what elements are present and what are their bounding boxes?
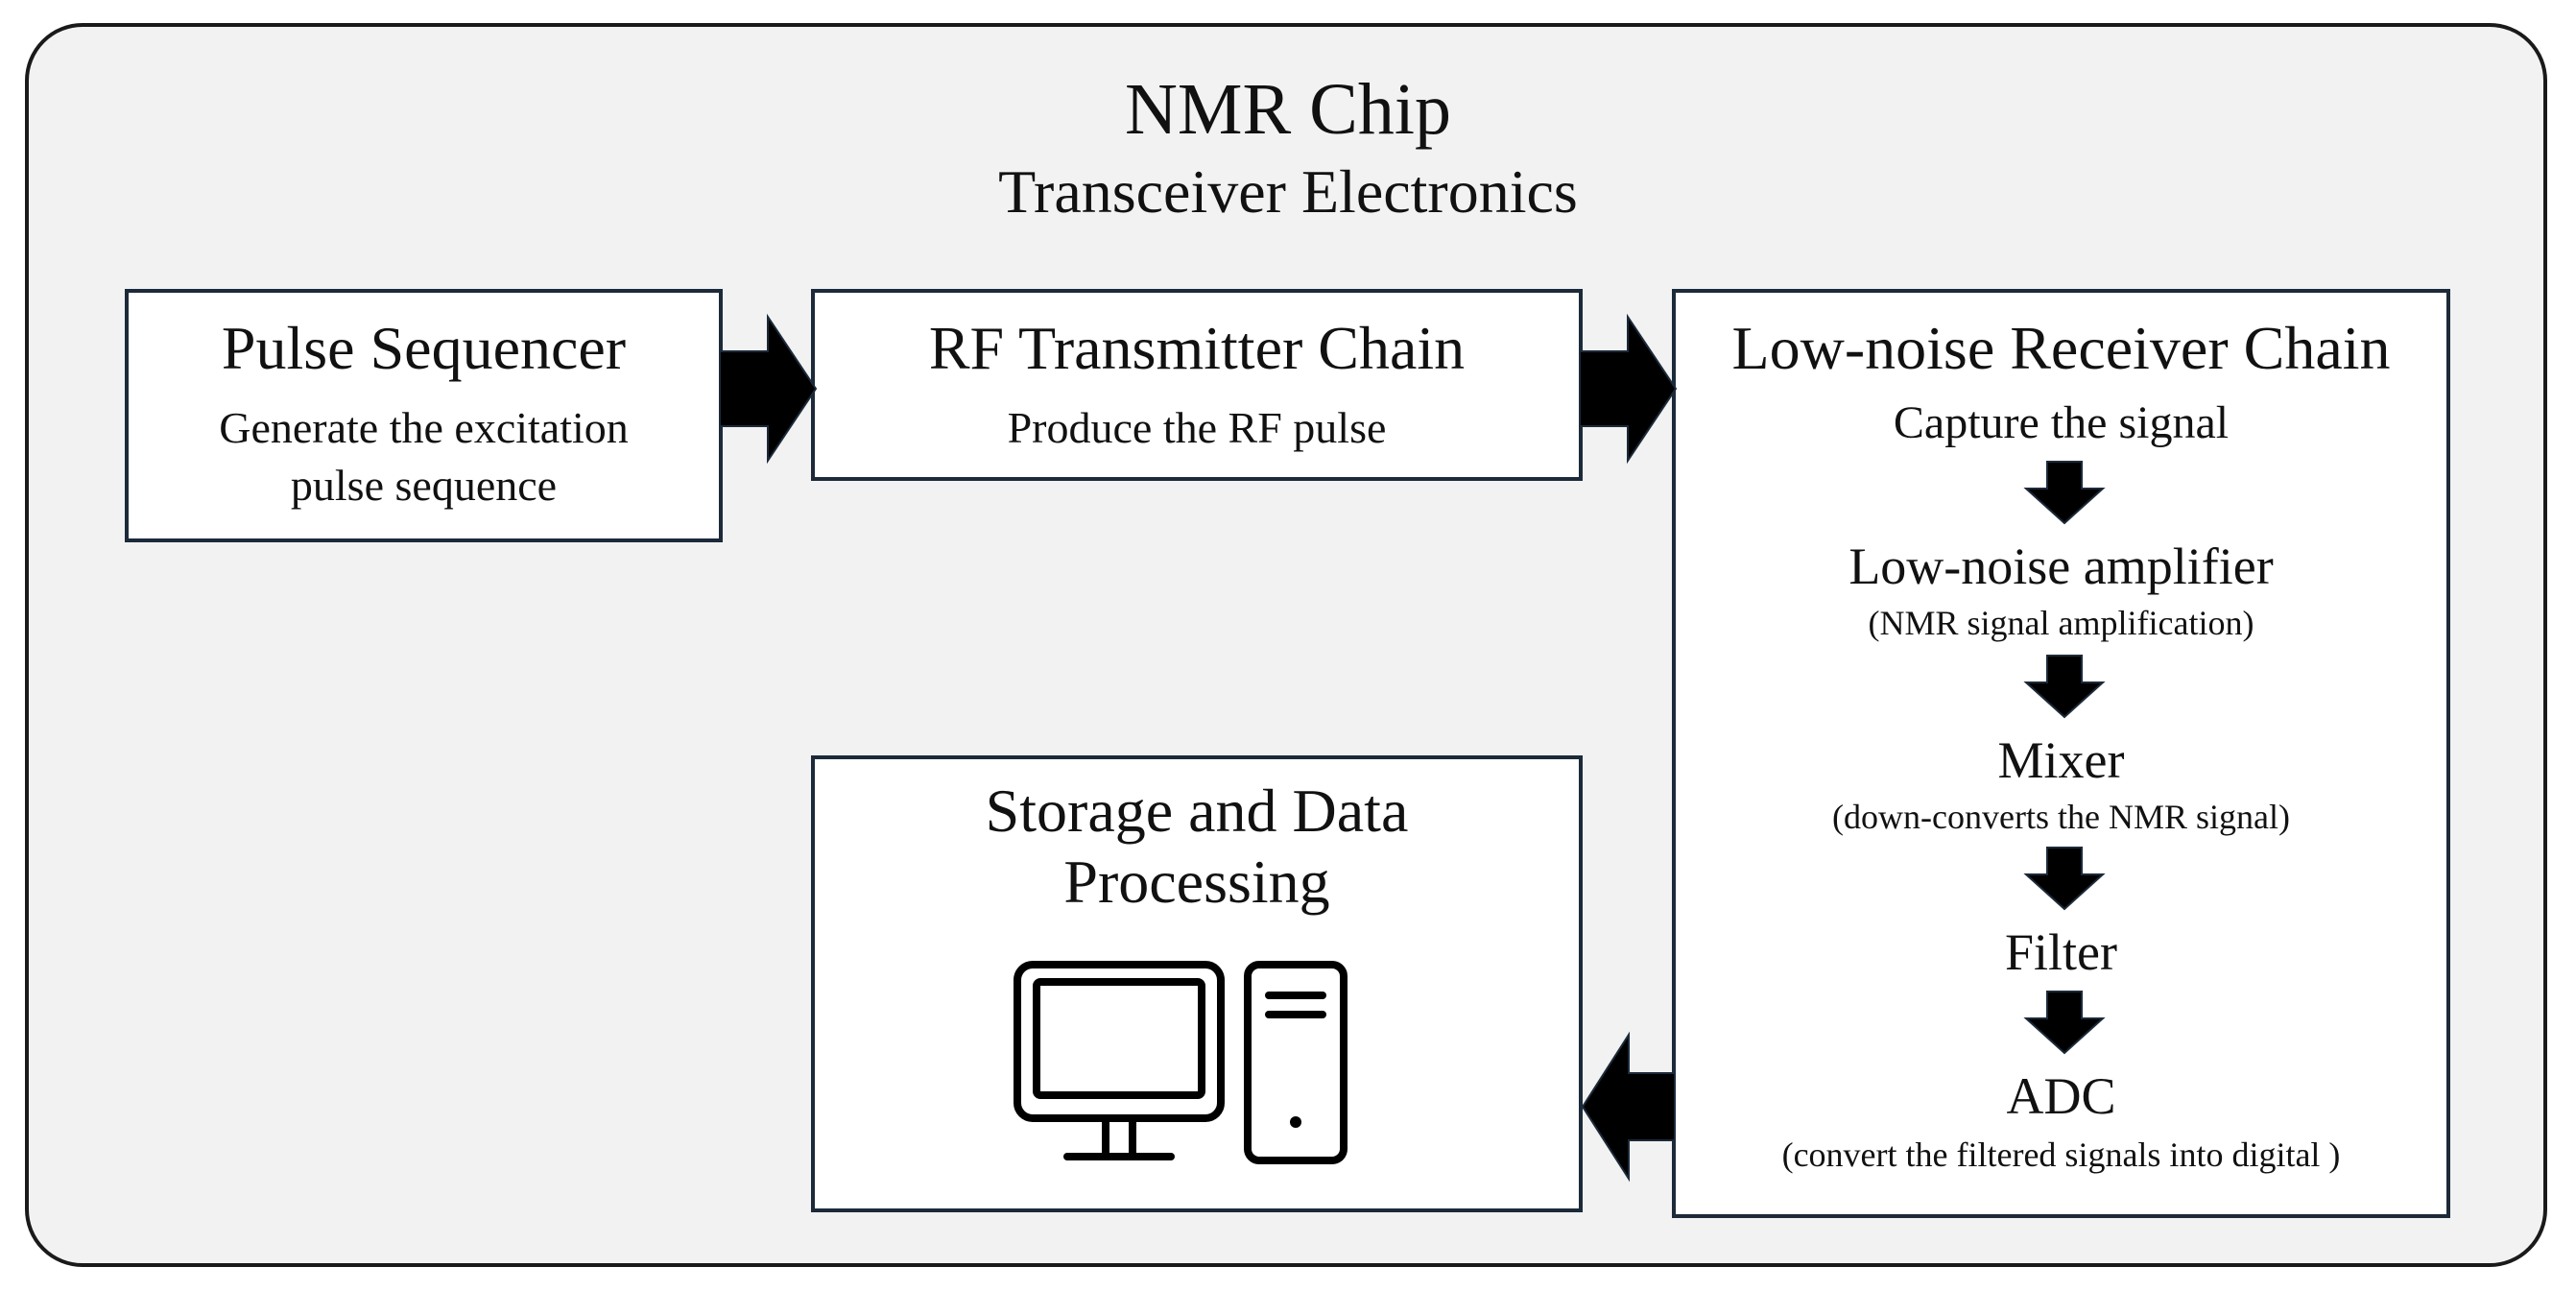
pulse-sequencer-description-line1: Generate the excitation bbox=[219, 403, 629, 452]
receiver-step-mixer-note: (down-converts the NMR signal) bbox=[1832, 798, 2290, 836]
storage-title-line2: Processing bbox=[1063, 848, 1330, 916]
pulse-sequencer-description-line2: pulse sequence bbox=[290, 461, 558, 510]
down-arrow-icon bbox=[2023, 991, 2106, 1055]
rf-transmitter-box: RF Transmitter Chain Produce the RF puls… bbox=[811, 289, 1583, 481]
storage-title-line1: Storage and Data bbox=[985, 777, 1409, 845]
receiver-chain-title: Low-noise Receiver Chain bbox=[1731, 314, 2391, 382]
down-arrow-icon bbox=[2023, 461, 2106, 525]
right-arrow-icon bbox=[1579, 313, 1678, 465]
diagram-subtitle: Transceiver Electronics bbox=[998, 157, 1578, 226]
desktop-computer-icon bbox=[1014, 961, 1348, 1164]
receiver-step-lna-note: (NMR signal amplification) bbox=[1868, 604, 2254, 642]
receiver-step-adc-note: (convert the filtered signals into digit… bbox=[1781, 1136, 2341, 1174]
pulse-sequencer-title: Pulse Sequencer bbox=[221, 314, 627, 382]
storage-processing-box: Storage and Data Processing bbox=[811, 755, 1583, 1212]
down-arrow-icon bbox=[2023, 655, 2106, 719]
receiver-step-filter: Filter bbox=[2005, 923, 2117, 981]
receiver-step-lna: Low-noise amplifier bbox=[1849, 538, 2274, 595]
rf-transmitter-title: RF Transmitter Chain bbox=[928, 314, 1466, 382]
down-arrow-icon bbox=[2023, 847, 2106, 911]
left-arrow-icon bbox=[1581, 1031, 1676, 1183]
receiver-step-mixer: Mixer bbox=[1997, 731, 2125, 789]
rf-transmitter-description: Produce the RF pulse bbox=[1007, 403, 1387, 452]
receiver-chain-box: Low-noise Receiver Chain Capture the sig… bbox=[1672, 289, 2450, 1218]
receiver-step-adc: ADC bbox=[2006, 1067, 2116, 1125]
right-arrow-icon bbox=[719, 313, 818, 465]
pulse-sequencer-box: Pulse Sequencer Generate the excitation … bbox=[125, 289, 723, 542]
receiver-step-capture: Capture the signal bbox=[1893, 397, 2230, 448]
diagram-title: NMR Chip bbox=[1125, 69, 1451, 150]
